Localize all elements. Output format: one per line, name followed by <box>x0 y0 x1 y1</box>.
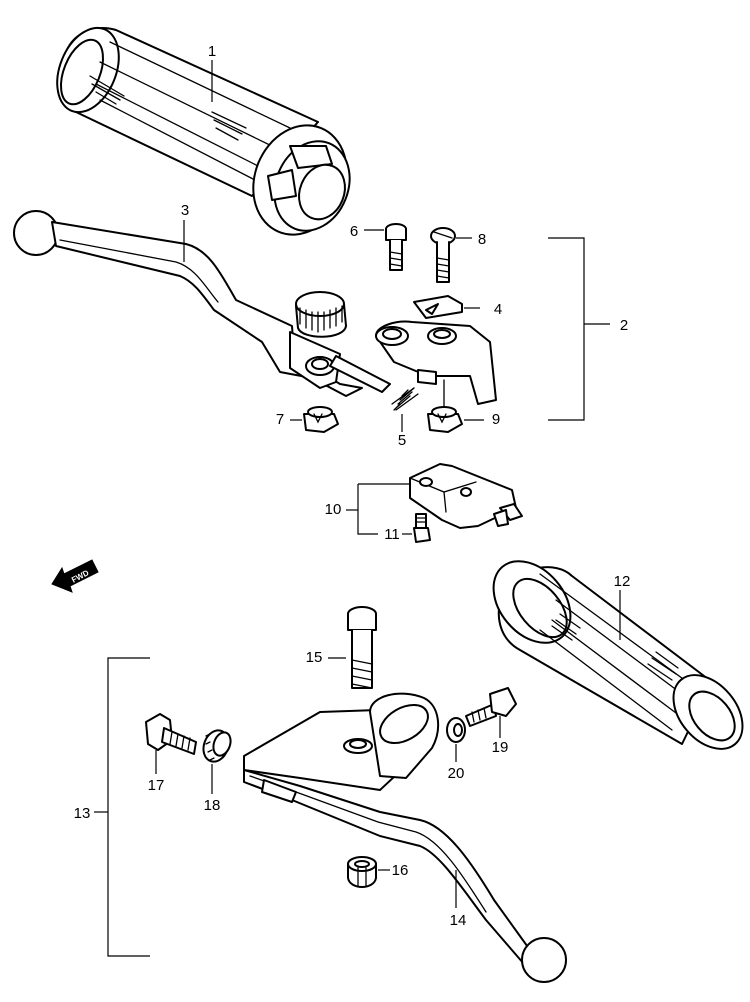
callout-14: 14 <box>450 912 467 929</box>
bracket-13 <box>107 657 150 957</box>
callout-4: 4 <box>494 301 502 318</box>
bolt-19 <box>465 687 517 727</box>
pivot-bolt-15 <box>347 606 377 689</box>
callout-2: 2 <box>620 317 628 334</box>
adjuster-nut-18 <box>202 729 232 763</box>
nut-16 <box>347 856 377 888</box>
callout-10: 10 <box>325 501 342 518</box>
screw-8 <box>430 227 456 283</box>
callout-18: 18 <box>204 797 221 814</box>
callout-15: 15 <box>306 649 323 666</box>
callout-16: 16 <box>392 862 409 879</box>
bracket-2 <box>548 237 585 421</box>
callout-3: 3 <box>181 202 189 219</box>
left-grip <box>56 26 351 236</box>
nut-9 <box>427 379 463 433</box>
pivot-bolt-6 <box>385 223 407 271</box>
adjuster-bolt-17 <box>145 713 197 755</box>
callout-8: 8 <box>478 231 486 248</box>
callout-17: 17 <box>148 777 165 794</box>
callout-19: 19 <box>492 739 509 756</box>
brake-switch-10 <box>409 463 523 529</box>
callout-13: 13 <box>74 805 91 822</box>
callout-7: 7 <box>276 411 284 428</box>
callout-5: 5 <box>398 432 406 449</box>
brake-lever <box>13 210 391 397</box>
forward-arrow-icon: FWD <box>51 559 99 593</box>
callout-6: 6 <box>350 223 358 240</box>
callout-1: 1 <box>208 43 216 60</box>
nut-7 <box>303 406 339 433</box>
spring-5 <box>391 387 419 411</box>
callout-12: 12 <box>614 573 631 590</box>
callout-20: 20 <box>448 765 465 782</box>
callout-11: 11 <box>384 526 400 543</box>
right-grip <box>492 560 744 750</box>
callout-9: 9 <box>492 411 500 428</box>
screw-11 <box>413 513 431 543</box>
clutch-lever <box>243 692 567 983</box>
washer-20 <box>446 717 466 743</box>
lever-holder-4 <box>375 295 497 405</box>
